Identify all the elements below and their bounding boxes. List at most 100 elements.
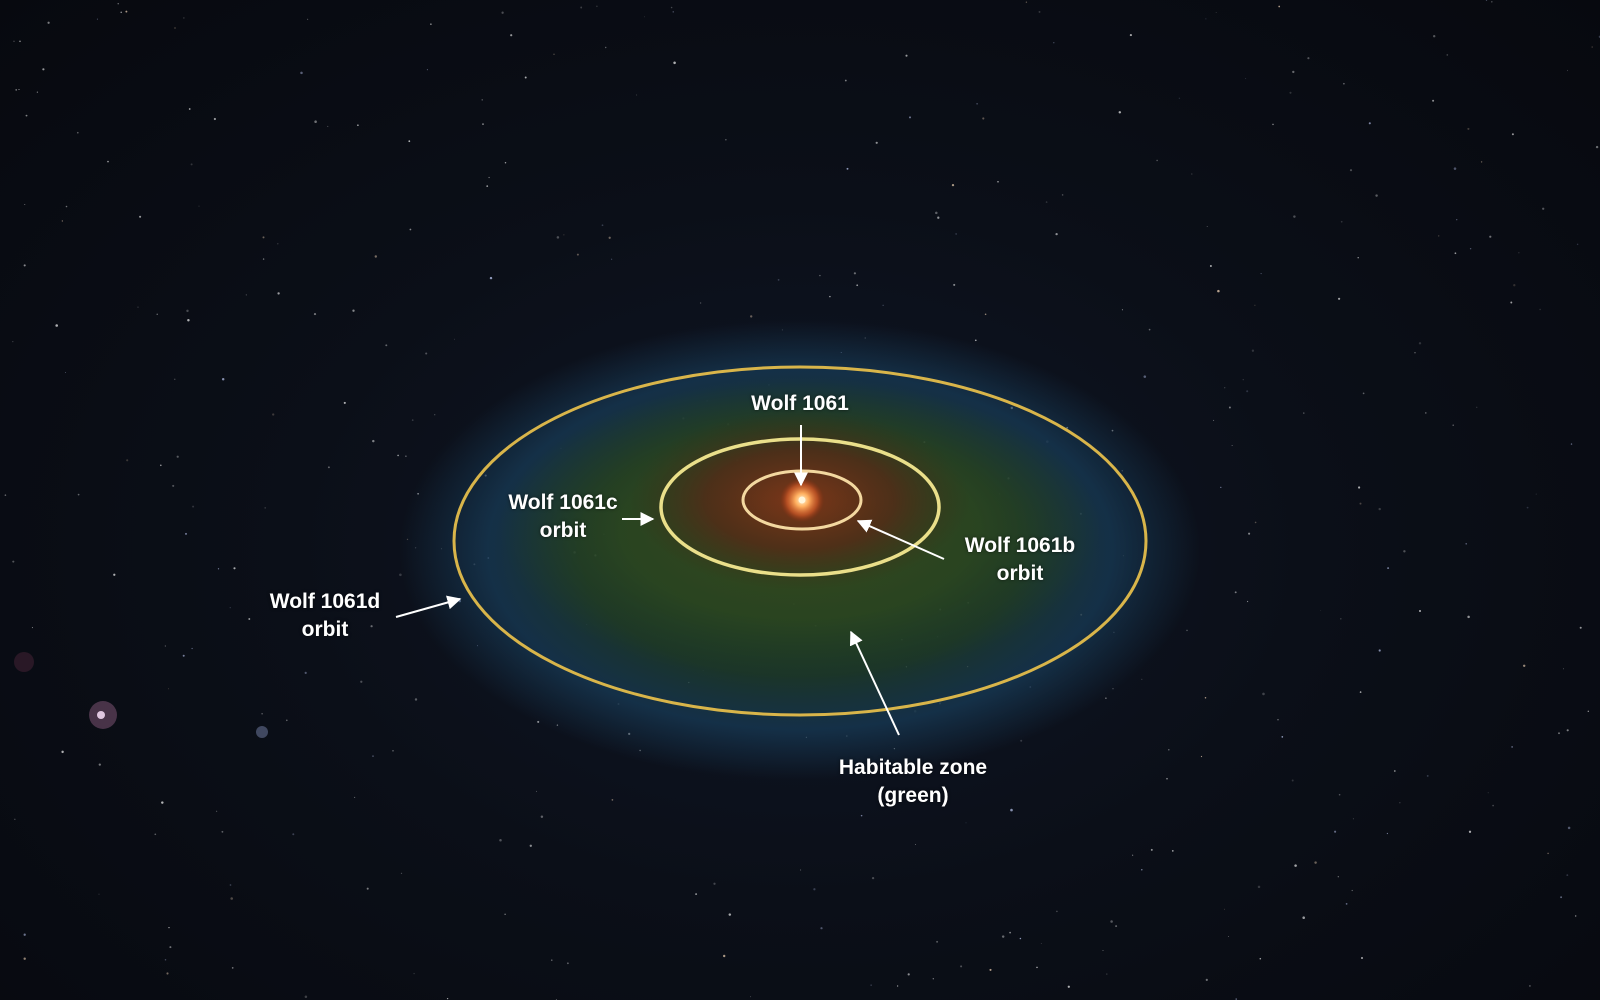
background-star <box>1110 920 1113 923</box>
background-star <box>908 116 912 119</box>
background-star <box>1248 532 1251 535</box>
background-star <box>1293 215 1296 218</box>
background-star <box>1414 352 1416 354</box>
background-star <box>98 893 100 895</box>
background-star <box>261 713 263 715</box>
background-star <box>1352 818 1354 820</box>
background-star <box>352 309 355 312</box>
background-star <box>405 455 407 457</box>
background-star <box>608 236 611 239</box>
background-star <box>24 204 26 206</box>
background-star <box>856 284 859 287</box>
background-star <box>304 671 307 675</box>
background-star <box>1338 793 1341 796</box>
background-star <box>1314 861 1317 864</box>
background-star <box>540 815 544 818</box>
background-star <box>1115 925 1118 928</box>
background-star <box>1150 848 1153 851</box>
background-star <box>601 224 604 227</box>
background-star <box>611 799 614 801</box>
background-star <box>486 185 489 187</box>
background-star <box>936 940 939 943</box>
background-star <box>871 876 875 880</box>
background-star <box>1228 406 1231 409</box>
background-star <box>1539 308 1541 311</box>
background-star <box>1360 956 1364 960</box>
label-habitable-zone-line2: (green) <box>877 784 949 807</box>
background-star <box>882 304 884 306</box>
background-star <box>372 439 375 443</box>
background-star <box>907 973 910 976</box>
background-star <box>1106 973 1108 975</box>
background-star <box>1010 808 1013 812</box>
background-star <box>1340 618 1342 620</box>
background-star <box>1587 710 1590 712</box>
background-star <box>400 872 403 875</box>
background-star <box>1217 289 1220 293</box>
background-star <box>896 985 899 987</box>
background-star <box>1468 830 1472 833</box>
background-star <box>1215 12 1217 13</box>
background-star <box>1257 885 1261 889</box>
background-star <box>1518 252 1520 254</box>
background-star <box>501 11 504 14</box>
background-star <box>15 89 18 91</box>
background-star <box>426 69 428 71</box>
background-star <box>1526 506 1529 509</box>
background-star <box>1566 69 1569 72</box>
background-star <box>1143 375 1147 378</box>
background-star <box>1040 943 1042 945</box>
background-star <box>61 750 64 754</box>
background-star <box>1224 387 1226 389</box>
background-star <box>1262 692 1265 696</box>
background-star <box>829 295 831 298</box>
background-star <box>425 352 428 355</box>
background-star <box>248 618 251 620</box>
background-star <box>489 276 493 280</box>
background-star <box>1148 328 1151 331</box>
background-star <box>314 120 317 123</box>
label-orbit-c-line1: Wolf 1061c <box>508 491 618 514</box>
background-star <box>844 79 847 82</box>
pointer-arrows <box>395 425 945 736</box>
background-star <box>820 927 823 930</box>
arrow-orbit-d <box>395 595 462 618</box>
background-star <box>1513 284 1516 287</box>
background-star <box>1307 57 1310 60</box>
background-star <box>1118 111 1122 114</box>
background-star <box>192 505 195 508</box>
background-star <box>31 627 33 629</box>
background-star <box>556 236 560 239</box>
background-star <box>1132 854 1134 856</box>
background-star <box>1387 567 1390 570</box>
background-star <box>1343 82 1345 85</box>
background-star <box>188 108 191 110</box>
background-star <box>1558 732 1560 735</box>
background-star <box>370 625 373 628</box>
background-star <box>272 413 275 416</box>
label-habitable-zone: Habitable zone (green) <box>808 754 1018 810</box>
background-star <box>1358 486 1361 489</box>
background-star <box>392 749 394 752</box>
background-star <box>1156 159 1158 162</box>
background-star <box>304 995 308 998</box>
background-star <box>870 984 872 986</box>
background-star <box>1231 444 1233 446</box>
background-star <box>1209 265 1212 267</box>
label-orbit-b: Wolf 1061b orbit <box>945 532 1095 588</box>
background-star <box>750 315 753 318</box>
background-star <box>25 114 28 117</box>
background-star <box>300 71 303 75</box>
background-star <box>1056 910 1058 913</box>
background-star <box>198 205 200 207</box>
nebula-patches <box>14 652 268 738</box>
background-star <box>1254 304 1256 306</box>
background-star <box>1067 985 1070 988</box>
background-star <box>1292 70 1295 74</box>
background-star <box>951 183 955 187</box>
background-star <box>984 313 987 316</box>
background-star <box>1351 889 1353 892</box>
background-star <box>935 211 938 215</box>
background-star <box>1535 493 1537 495</box>
background-star <box>264 507 266 509</box>
